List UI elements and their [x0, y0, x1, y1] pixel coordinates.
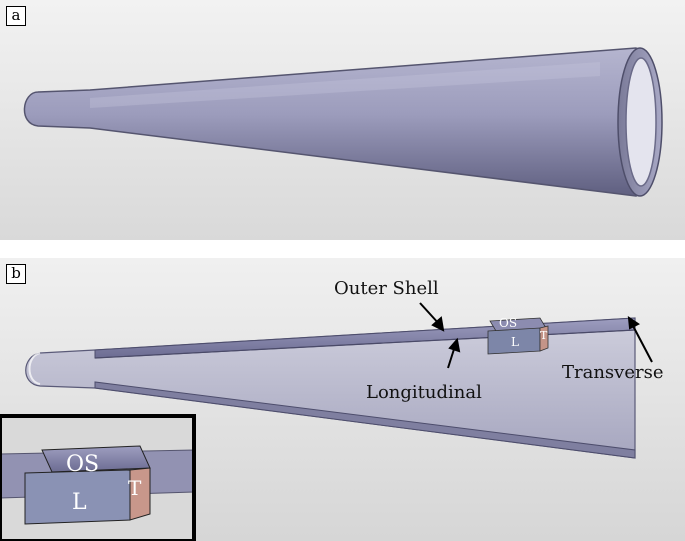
panel-b: b Outer Shell Longitudinal Transverse OS… — [0, 258, 685, 541]
panel-label: a — [6, 6, 26, 26]
panel-label: b — [6, 264, 26, 284]
callout-arrows — [419, 302, 653, 369]
closed-cone-illustration — [0, 0, 685, 240]
block-top-face-label-small: OS — [499, 316, 518, 330]
cutaway-cone-illustration — [0, 258, 685, 541]
element-block-small — [487, 317, 549, 355]
longitudinal-label: Longitudinal — [366, 382, 482, 403]
block-front-face-label: L — [72, 490, 87, 515]
panel-a: a — [0, 0, 685, 240]
block-top-face-label: OS — [66, 452, 100, 477]
inset-zoom — [0, 414, 196, 541]
block-front-face-label-small: L — [511, 335, 519, 349]
block-side-face-label-small: T — [540, 329, 548, 342]
outer-shell-label: Outer Shell — [334, 278, 439, 299]
block-side-face-label: T — [128, 476, 142, 500]
transverse-label: Transverse — [562, 362, 664, 383]
